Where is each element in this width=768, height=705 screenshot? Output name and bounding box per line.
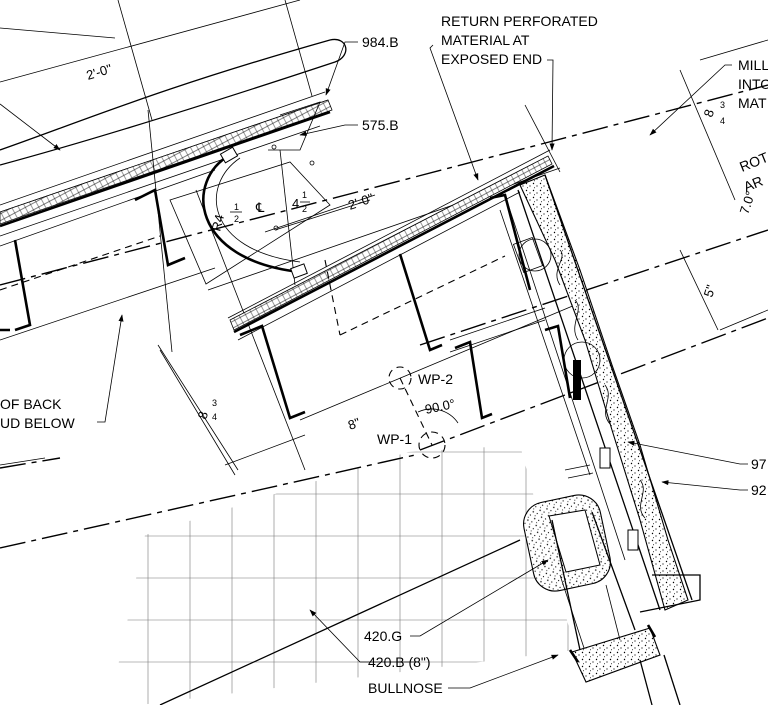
of-back-line1: OF BACK: [0, 396, 62, 412]
upper-panel-assembly: [0, 38, 347, 341]
wp1-marker: [418, 431, 446, 459]
work-points: WP-2 WP-1 90.0°: [377, 366, 459, 459]
dim-8in: 8": [346, 415, 363, 433]
angle-90deg: 90.0°: [424, 396, 457, 417]
label-ar: AR: [741, 173, 765, 195]
radius-callout: R4 1 2 ℄ 4 1 2: [208, 190, 310, 233]
curved-connector: [169, 101, 371, 285]
radius-label: R4: [208, 213, 227, 233]
dim-5in: 5": [701, 283, 719, 299]
return-perforated-line3: EXPOSED END: [441, 51, 542, 67]
dim-8-3q-left-den: 4: [212, 412, 217, 422]
dim-8-3q-left: 8: [195, 409, 212, 421]
concrete-wall: [499, 174, 701, 613]
angle-7deg: 7.0°: [737, 189, 758, 216]
wp2-marker: [388, 366, 412, 390]
wp2-label: WP-2: [418, 371, 453, 387]
four-half-num: 1: [302, 190, 307, 200]
bottom-edge: [0, 457, 521, 705]
mill-line3: MAT: [738, 95, 767, 111]
dim-8-3q-right-den: 4: [720, 116, 725, 126]
bullnose-element: [523, 494, 681, 705]
dimension-top-2ft: 2'-0": [0, 0, 313, 151]
dim-8-3q-left-num: 3: [212, 398, 217, 408]
radius-frac-den: 2: [234, 214, 239, 224]
centerline-symbol: ℄: [255, 200, 265, 215]
mill-line2: INTO: [738, 76, 768, 92]
of-back-line2: UD BELOW: [0, 415, 75, 431]
ref-97: 97: [751, 456, 767, 472]
annotations: 984.B 575.B RETURN PERFORATED MATERIAL A…: [0, 13, 768, 696]
dimension-left: 8 3 4 8": [159, 349, 363, 476]
return-perforated-line1: RETURN PERFORATED: [441, 13, 598, 29]
ref-984b: 984.B: [362, 34, 399, 50]
dim-8-3q-right: 8: [701, 107, 718, 119]
dim-four-half: 4: [292, 196, 299, 211]
ref-420b: 420.B (8"): [368, 654, 431, 670]
radius-frac-num: 1: [234, 202, 239, 212]
four-half-den: 2: [302, 204, 307, 214]
leader-lines: [97, 41, 748, 689]
ref-92: 92: [751, 482, 767, 498]
return-perforated-line2: MATERIAL AT: [441, 32, 530, 48]
label-rot: ROT: [737, 149, 768, 175]
bullnose-label: BULLNOSE: [368, 680, 443, 696]
dim-2ft-top: 2'-0": [84, 61, 114, 83]
ref-575b: 575.B: [362, 117, 399, 133]
ref-420g: 420.G: [364, 628, 402, 644]
wp1-label: WP-1: [377, 431, 412, 447]
centerlines: [0, 84, 768, 549]
dim-8-3q-right-num: 3: [720, 100, 725, 110]
mill-line1: MILL: [738, 57, 768, 73]
dimension-right: 8 3 4 5" 7.0° ROT AR: [679, 39, 768, 331]
